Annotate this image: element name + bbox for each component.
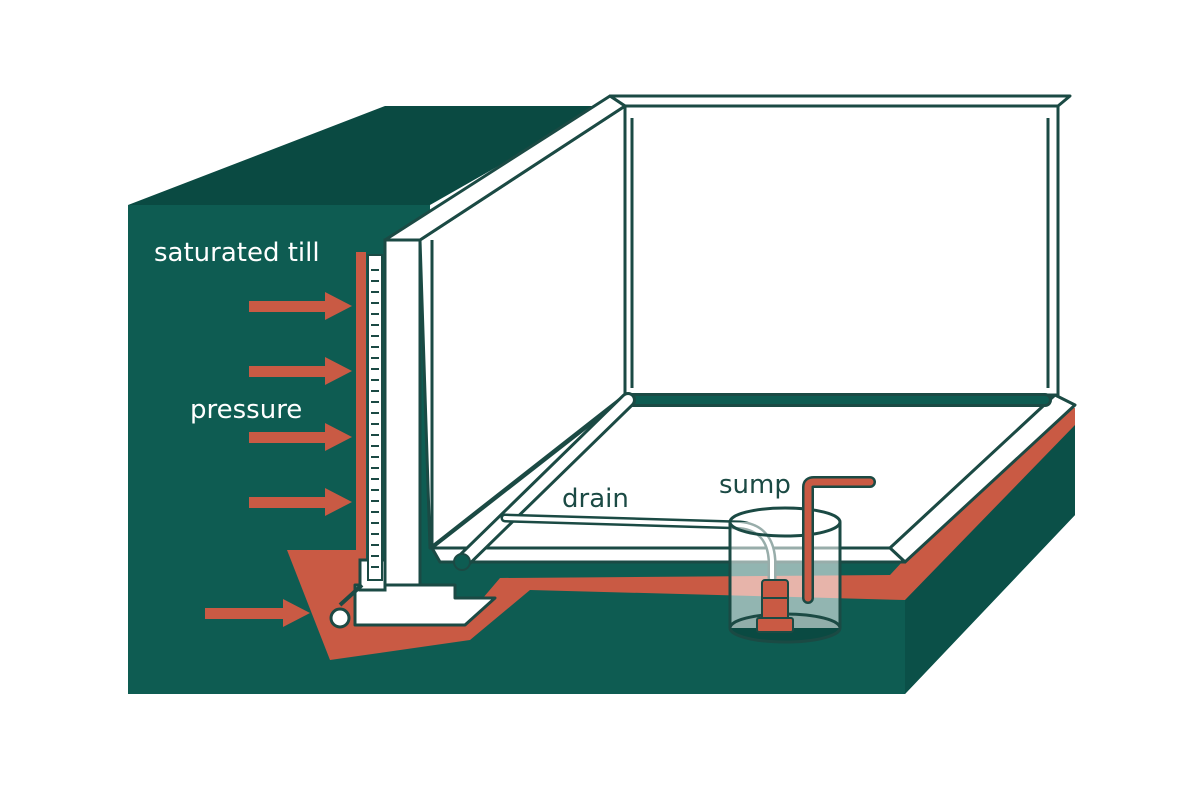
label-saturated-till: saturated till: [154, 238, 320, 268]
pressure-arrow-icon: [249, 423, 352, 451]
gravel-layer: [287, 252, 1075, 660]
drain-pipes: [329, 392, 1052, 629]
gravel-under-slab: [330, 408, 1075, 660]
pressure-arrow-icon: [249, 357, 352, 385]
back-wall-rim: [608, 94, 1072, 108]
soil-right-face: [905, 408, 1075, 694]
dimple-membrane: [367, 254, 383, 581]
label-drain: drain: [562, 484, 629, 514]
pressure-arrow-icon: [205, 599, 310, 627]
soil-top-face: [128, 106, 604, 205]
exterior-footing-drain: [329, 607, 351, 629]
sump-pump-icon: [756, 579, 794, 633]
pressure-arrow-icon: [249, 292, 352, 320]
label-pressure: pressure: [190, 395, 302, 425]
wall-section: [383, 238, 422, 587]
wall-footing: [353, 583, 497, 627]
gravel-trench: [287, 550, 362, 660]
back-wall: [623, 104, 1060, 397]
label-sump: sump: [719, 470, 791, 500]
pressure-arrows: [205, 292, 352, 627]
gravel-strip-behind-wall: [356, 252, 366, 597]
pressure-arrow-icon: [249, 488, 352, 516]
basement-walls: [353, 94, 1072, 627]
sump-pit: [728, 476, 876, 644]
